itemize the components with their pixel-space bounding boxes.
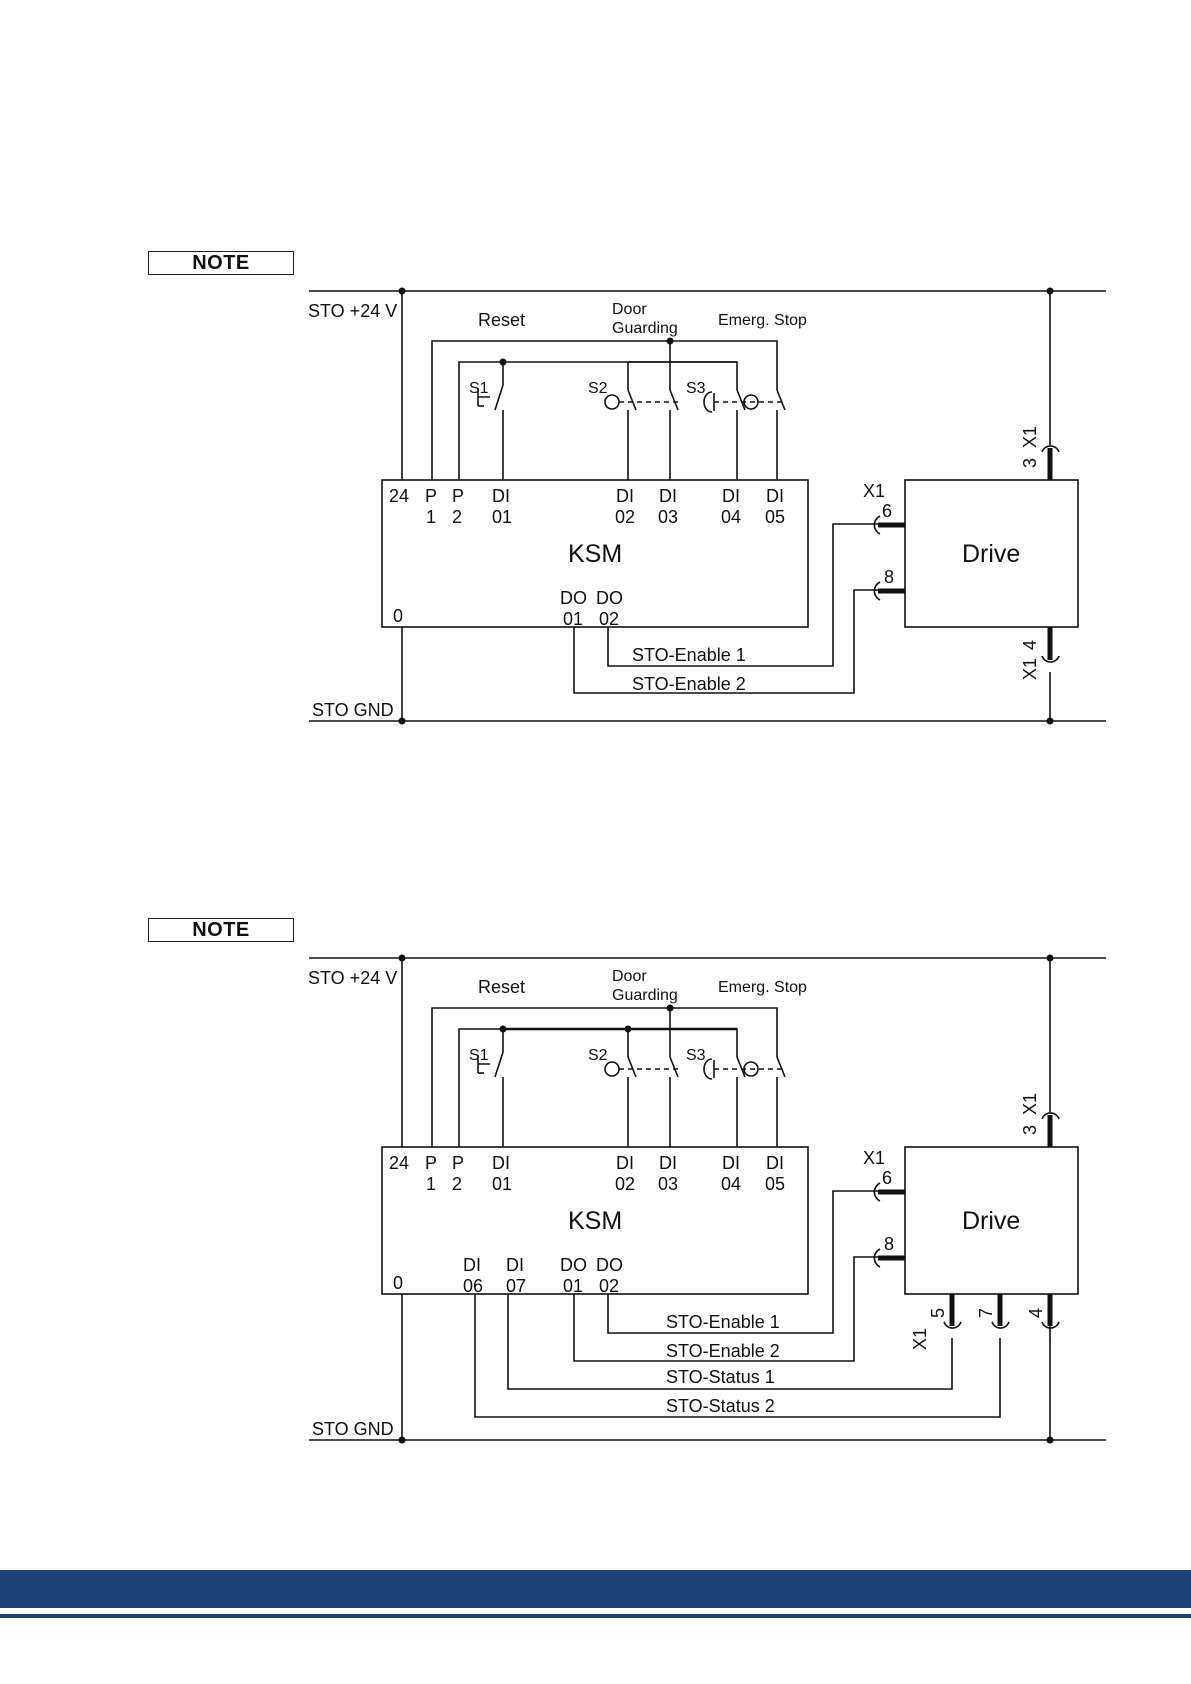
terminal-di: DI <box>463 1255 481 1275</box>
s1-label: S1 <box>469 1047 489 1064</box>
reset-label: Reset <box>478 977 525 997</box>
terminal-num: 01 <box>563 609 583 629</box>
terminal-di: DI <box>659 1153 677 1173</box>
x1-label: X1 <box>910 1328 930 1350</box>
note-label: NOTE <box>148 251 294 275</box>
emerg-stop-label: Emerg. Stop <box>718 979 807 996</box>
terminal-num: 2 <box>452 1174 462 1194</box>
terminal-di: DI <box>722 486 740 506</box>
sto-status-1-label: STO-Status 1 <box>666 1367 775 1387</box>
drive-label: Drive <box>962 540 1020 568</box>
pin-8-label: 8 <box>884 567 894 587</box>
terminal-num: 01 <box>492 507 512 527</box>
x1-label: X1 <box>1020 658 1040 680</box>
door-label: Door <box>612 301 647 318</box>
x1-label: X1 <box>863 481 885 501</box>
terminal-p: P <box>425 1153 437 1173</box>
sto-enable-1-label: STO-Enable 1 <box>666 1312 780 1332</box>
sto-wiring-diagram-1: STO +24 V STO GND Reset Door Guarding Em… <box>308 287 1106 725</box>
pin-3-label: 3 <box>1020 1125 1040 1135</box>
terminal-num: 06 <box>463 1276 483 1296</box>
terminal-do: DO <box>560 588 587 608</box>
pin-4-label: 4 <box>1020 640 1040 650</box>
sto-enable-2-label: STO-Enable 2 <box>632 674 746 694</box>
sto-24v-label: STO +24 V <box>308 968 397 988</box>
sto-wiring-diagram-2: STO +24 V STO GND Reset Door Guarding Em… <box>308 954 1106 1444</box>
pin-8-label: 8 <box>884 1234 894 1254</box>
guarding-label: Guarding <box>612 320 678 337</box>
guarding-label: Guarding <box>612 987 678 1004</box>
emerg-stop-label: Emerg. Stop <box>718 312 807 329</box>
terminal-num: 05 <box>765 1174 785 1194</box>
terminal-24: 24 <box>389 486 409 506</box>
terminal-num: 1 <box>426 1174 436 1194</box>
pin-7-label: 7 <box>976 1308 996 1318</box>
pin-5-label: 5 <box>928 1308 948 1318</box>
s1-label: S1 <box>469 380 489 397</box>
footer-line <box>0 1614 1191 1618</box>
footer-bar <box>0 1570 1191 1608</box>
terminal-24: 24 <box>389 1153 409 1173</box>
pin-4-label: 4 <box>1026 1308 1046 1318</box>
terminal-p: P <box>425 486 437 506</box>
sto-status-2-label: STO-Status 2 <box>666 1396 775 1416</box>
terminal-do: DO <box>596 1255 623 1275</box>
terminal-di: DI <box>506 1255 524 1275</box>
terminal-do: DO <box>596 588 623 608</box>
terminal-num: 04 <box>721 507 741 527</box>
pin-6-label: 6 <box>882 501 892 521</box>
terminal-p: P <box>452 1153 464 1173</box>
s2-label: S2 <box>588 1047 608 1064</box>
terminal-0: 0 <box>393 1273 403 1293</box>
ksm-label: KSM <box>568 540 622 568</box>
note-label: NOTE <box>148 918 294 942</box>
x1-label: X1 <box>1020 426 1040 448</box>
door-label: Door <box>612 968 647 985</box>
terminal-di: DI <box>659 486 677 506</box>
s2-label: S2 <box>588 380 608 397</box>
drive-label: Drive <box>962 1207 1020 1235</box>
s3-label: S3 <box>686 1047 706 1064</box>
terminal-num: 03 <box>658 507 678 527</box>
terminal-num: 01 <box>492 1174 512 1194</box>
terminal-p: P <box>452 486 464 506</box>
terminal-di: DI <box>492 486 510 506</box>
reset-label: Reset <box>478 310 525 330</box>
terminal-num: 02 <box>615 1174 635 1194</box>
terminal-num: 03 <box>658 1174 678 1194</box>
terminal-num: 05 <box>765 507 785 527</box>
sto-24v-label: STO +24 V <box>308 301 397 321</box>
terminal-di: DI <box>766 1153 784 1173</box>
terminal-di: DI <box>616 1153 634 1173</box>
terminal-num: 07 <box>506 1276 526 1296</box>
s3-label: S3 <box>686 380 706 397</box>
terminal-di: DI <box>492 1153 510 1173</box>
terminal-num: 02 <box>599 1276 619 1296</box>
terminal-num: 2 <box>452 507 462 527</box>
sto-gnd-label: STO GND <box>312 1419 394 1439</box>
terminal-di: DI <box>722 1153 740 1173</box>
pin-6-label: 6 <box>882 1168 892 1188</box>
x1-label: X1 <box>863 1148 885 1168</box>
terminal-num: 02 <box>599 609 619 629</box>
terminal-0: 0 <box>393 606 403 626</box>
pin-3-label: 3 <box>1020 458 1040 468</box>
terminal-do: DO <box>560 1255 587 1275</box>
sto-enable-1-label: STO-Enable 1 <box>632 645 746 665</box>
x1-label: X1 <box>1020 1093 1040 1115</box>
terminal-num: 01 <box>563 1276 583 1296</box>
terminal-num: 04 <box>721 1174 741 1194</box>
terminal-num: 02 <box>615 507 635 527</box>
terminal-di: DI <box>766 486 784 506</box>
terminal-num: 1 <box>426 507 436 527</box>
ksm-label: KSM <box>568 1207 622 1235</box>
sto-enable-2-label: STO-Enable 2 <box>666 1341 780 1361</box>
terminal-di: DI <box>616 486 634 506</box>
sto-gnd-label: STO GND <box>312 700 394 720</box>
